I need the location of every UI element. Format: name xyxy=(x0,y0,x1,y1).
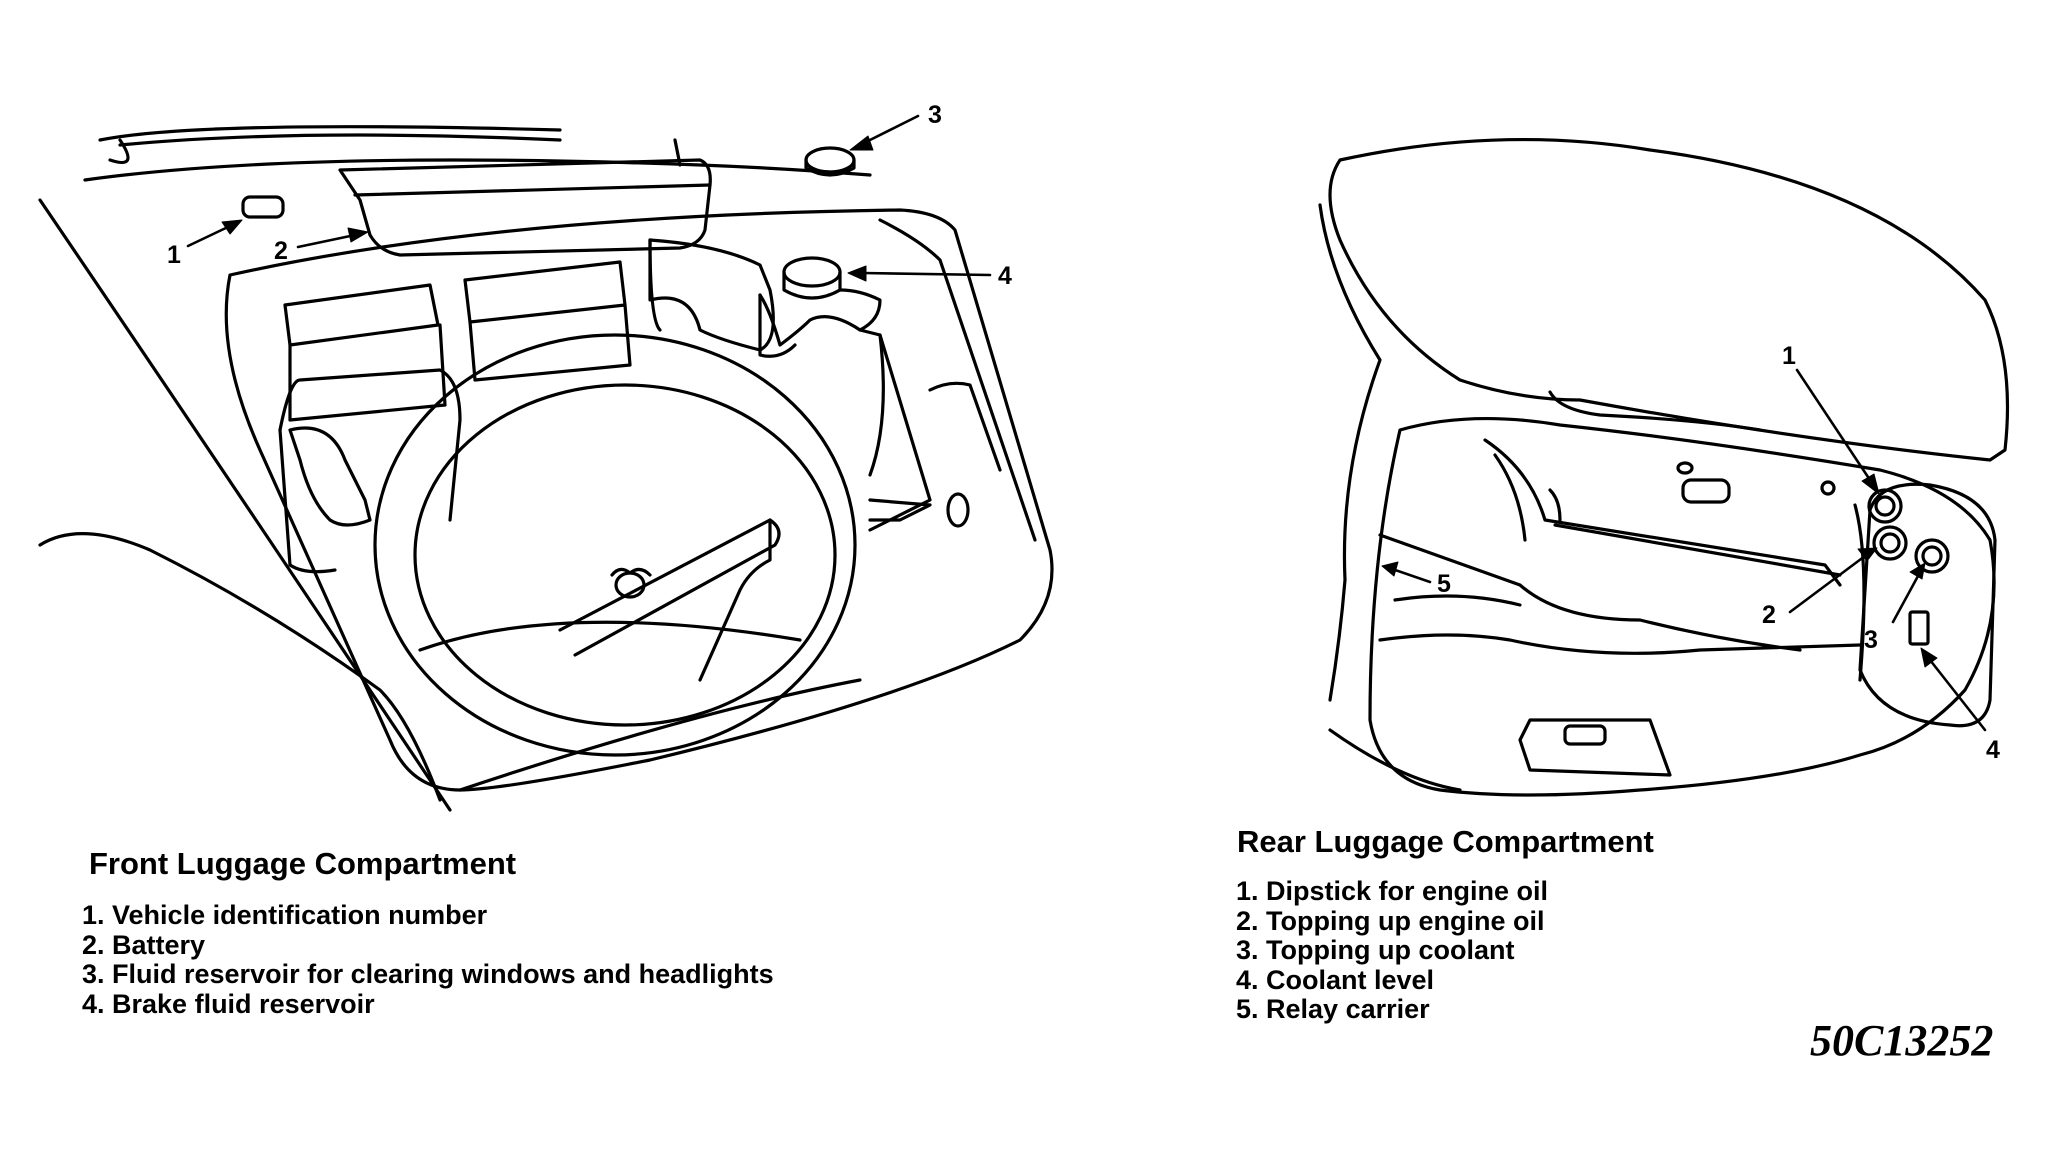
arrow-front-1 xyxy=(186,224,232,248)
vin-plate xyxy=(241,195,285,219)
front-heading: Front Luggage Compartment xyxy=(89,846,517,881)
arrow-rear-5 xyxy=(1393,568,1432,584)
front-legend-item: 4. Brake fluid reservoir xyxy=(82,988,375,1019)
arrow-front-3 xyxy=(860,114,920,146)
dipstick-cap xyxy=(1867,488,1903,524)
rear-legend: 1. Dipstick for engine oil 2. Topping up… xyxy=(1236,876,1549,1025)
rear-legend-item: 5. Relay carrier xyxy=(1236,994,1430,1024)
oil-fill-cap xyxy=(1872,525,1908,561)
rear-legend-item: 1. Dipstick for engine oil xyxy=(1236,876,1549,906)
arrow-front-4 xyxy=(860,271,992,277)
rear-legend-item: 3. Topping up coolant xyxy=(1236,935,1515,965)
front-legend-item: 1. Vehicle identification number xyxy=(82,900,488,930)
front-callout-1: 1 xyxy=(167,241,181,269)
rear-callout-3: 3 xyxy=(1864,626,1878,654)
front-callout-2: 2 xyxy=(274,237,288,265)
arrow-front-2 xyxy=(296,233,357,249)
engine-lid xyxy=(1328,138,2010,462)
figure-code: 50C13252 xyxy=(1810,1016,1994,1065)
rear-callout-5: 5 xyxy=(1437,570,1451,598)
front-callout-3: 3 xyxy=(928,101,942,129)
arrow-rear-3 xyxy=(1891,574,1920,624)
arrow-rear-2 xyxy=(1788,554,1867,614)
battery-cover xyxy=(338,158,712,257)
brake-reservoir xyxy=(648,238,775,352)
rear-heading: Rear Luggage Compartment xyxy=(1237,824,1654,859)
rear-legend-item: 2. Topping up engine oil xyxy=(1236,905,1545,936)
rear-callout-2: 2 xyxy=(1762,601,1776,629)
front-legend: 1. Vehicle identification number 2. Batt… xyxy=(82,900,774,1019)
spare-wheel-inner xyxy=(413,383,837,727)
arrow-rear-4 xyxy=(1928,658,1987,732)
spare-wheel-outer xyxy=(373,333,857,757)
rear-callout-4: 4 xyxy=(1986,736,2000,764)
fluid-tower xyxy=(1858,482,1997,728)
arrow-rear-1 xyxy=(1795,368,1872,482)
coolant-cap xyxy=(1914,538,1950,574)
rear-legend-item: 4. Coolant level xyxy=(1236,964,1435,995)
relay-carrier-panel xyxy=(1483,438,1842,587)
coolant-level-window xyxy=(1908,610,1930,646)
rear-callout-1: 1 xyxy=(1782,342,1796,370)
front-legend-item: 2. Battery xyxy=(82,929,206,960)
front-callout-4: 4 xyxy=(998,262,1012,290)
front-legend-item: 3. Fluid reservoir for clearing windows … xyxy=(82,959,774,989)
